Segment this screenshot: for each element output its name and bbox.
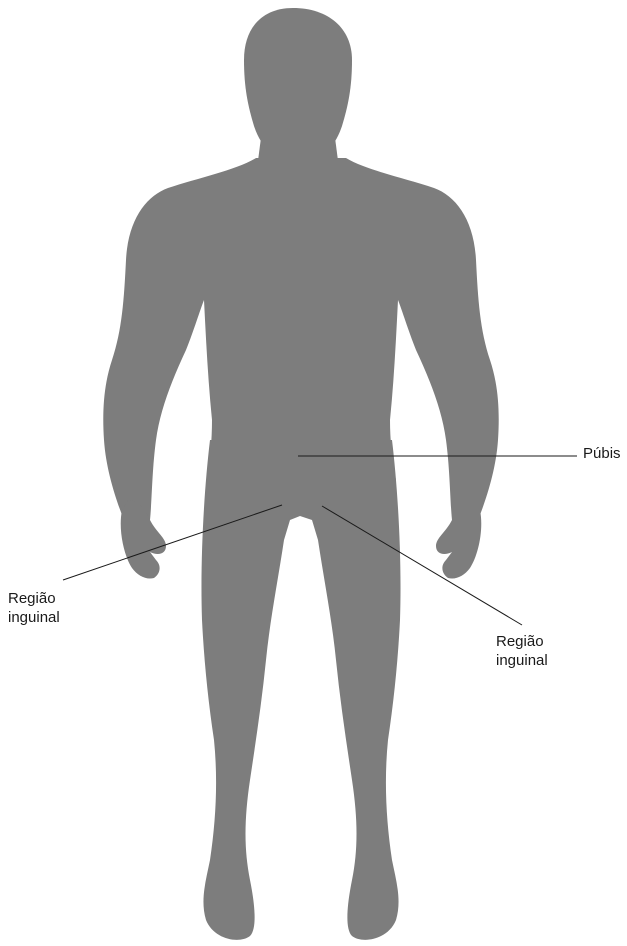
legs	[201, 440, 400, 940]
label-inguinal-right: Região inguinal	[496, 632, 548, 670]
label-inguinal-left: Região inguinal	[8, 589, 60, 627]
label-inguinal-left-line2: inguinal	[8, 608, 60, 627]
label-inguinal-right-line2: inguinal	[496, 651, 548, 670]
label-pubis: Púbis	[583, 444, 621, 463]
left-hand	[121, 500, 166, 579]
label-inguinal-right-line1: Região	[496, 632, 548, 651]
label-inguinal-left-line1: Região	[8, 589, 60, 608]
right-hand	[436, 500, 481, 579]
human-silhouette	[103, 8, 498, 940]
